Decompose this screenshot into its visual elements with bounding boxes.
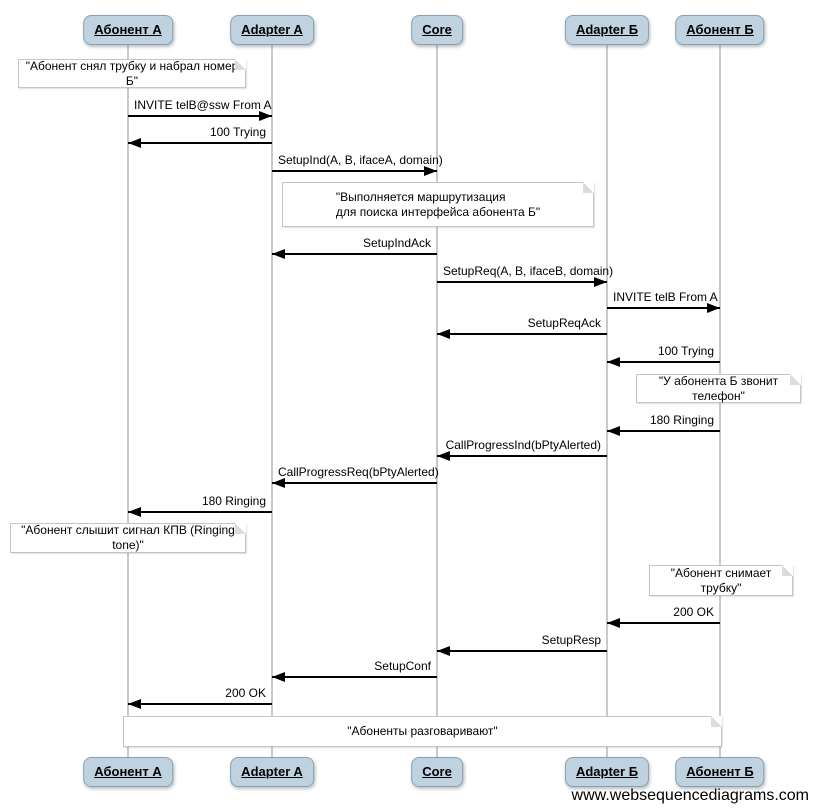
message-label-15: 200 OK — [225, 686, 266, 700]
note-text-0: "Абонент снял трубку и набрал номер Б" — [25, 58, 239, 88]
message-arrowhead-8 — [607, 426, 620, 436]
message-line-2 — [272, 170, 437, 172]
message-label-0: INVITE telB@ssw From A — [134, 98, 272, 112]
message-label-12: 200 OK — [673, 605, 714, 619]
participant-bottom-0: Абонент А — [83, 757, 173, 787]
participant-bottom-1: Adapter A — [230, 757, 314, 787]
participant-bottom-2: Core — [411, 757, 463, 787]
participant-top-3: Adapter Б — [564, 15, 650, 45]
message-arrowhead-13 — [437, 646, 450, 656]
message-label-4: SetupReq(A, B, ifaceB, domain) — [443, 264, 614, 278]
lifeline-0 — [127, 45, 129, 757]
message-label-11: 180 Ringing — [201, 494, 266, 508]
note-text-2: "У абонента Б звонит телефон" — [658, 373, 779, 403]
message-arrowhead-10 — [272, 478, 285, 488]
message-line-0 — [128, 115, 272, 117]
participant-top-2: Core — [411, 15, 463, 45]
message-label-13: SetupResp — [541, 633, 601, 647]
message-label-3: SetupIndAck — [362, 236, 431, 250]
message-line-1 — [128, 142, 272, 144]
participant-top-4: Абонент Б — [675, 15, 765, 45]
participant-bottom-3: Adapter Б — [564, 757, 650, 787]
message-label-2: SetupInd(A, B, ifaceA, domain) — [278, 153, 443, 167]
note-4: "Абонент снимает трубку" — [649, 565, 793, 596]
note-text-5: "Абоненты разговаривают" — [347, 724, 498, 738]
message-line-9 — [437, 455, 607, 457]
message-line-4 — [437, 281, 607, 283]
message-arrowhead-3 — [272, 249, 285, 259]
message-label-14: SetupConf — [374, 659, 431, 673]
message-arrowhead-7 — [607, 357, 620, 367]
message-label-5: INVITE telB From A — [613, 290, 718, 304]
message-arrowhead-14 — [272, 672, 285, 682]
message-line-8 — [607, 430, 720, 432]
note-0: "Абонент снял трубку и набрал номер Б" — [18, 59, 246, 88]
message-line-3 — [272, 253, 437, 255]
message-arrowhead-9 — [437, 451, 450, 461]
message-line-7 — [607, 361, 720, 363]
lifeline-1 — [271, 45, 273, 757]
message-label-1: 100 Trying — [209, 125, 266, 139]
message-label-6: SetupReqAck — [527, 316, 601, 330]
note-3: "Абонент слышит сигнал КПВ (Ringing tone… — [10, 523, 246, 553]
message-line-11 — [128, 511, 272, 513]
message-arrowhead-4 — [594, 277, 607, 287]
note-5: "Абоненты разговаривают" — [123, 716, 722, 747]
message-line-12 — [607, 622, 720, 624]
note-2: "У абонента Б звонит телефон" — [636, 374, 801, 403]
message-line-14 — [272, 676, 437, 678]
participant-top-0: Абонент А — [83, 15, 173, 45]
message-arrowhead-15 — [128, 699, 141, 709]
message-line-10 — [272, 482, 437, 484]
lifeline-3 — [606, 45, 608, 757]
lifeline-2 — [436, 45, 438, 757]
note-text-4: "Абонент снимает трубку" — [670, 565, 772, 595]
message-arrowhead-11 — [128, 507, 141, 517]
message-label-10: CallProgressReq(bPtyAlerted) — [278, 465, 439, 479]
participant-bottom-4: Абонент Б — [675, 757, 765, 787]
watermark: www.websequencediagrams.com — [571, 787, 809, 804]
message-arrowhead-1 — [128, 138, 141, 148]
message-arrowhead-6 — [437, 329, 450, 339]
message-label-9: CallProgressInd(bPtyAlerted) — [445, 438, 601, 452]
message-arrowhead-12 — [607, 618, 620, 628]
message-line-5 — [607, 307, 720, 309]
participant-top-1: Adapter A — [230, 15, 314, 45]
message-line-6 — [437, 333, 607, 335]
message-line-15 — [128, 703, 272, 705]
message-label-7: 100 Trying — [657, 344, 714, 358]
message-label-8: 180 Ringing — [649, 413, 714, 427]
message-arrowhead-5 — [707, 303, 720, 313]
message-arrowhead-2 — [424, 166, 437, 176]
note-text-3: "Абонент слышит сигнал КПВ (Ringing tone… — [21, 523, 235, 552]
message-line-13 — [437, 650, 607, 652]
message-arrowhead-0 — [259, 111, 272, 121]
